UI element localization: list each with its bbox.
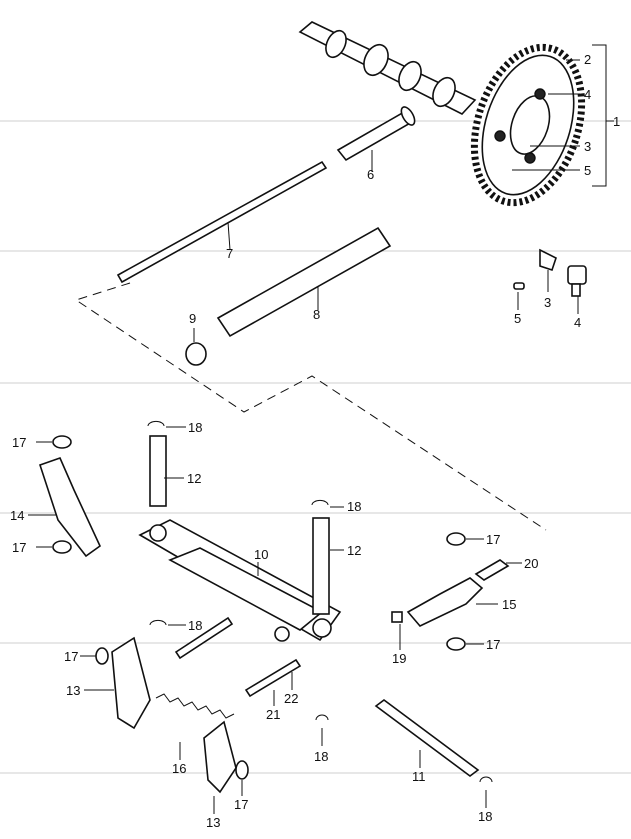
circlip <box>311 499 329 506</box>
tappet <box>336 106 416 162</box>
callout-17: 17 <box>234 797 249 812</box>
pin <box>513 282 525 290</box>
callout-19: 19 <box>392 651 407 666</box>
washer <box>95 647 109 665</box>
washer <box>235 760 249 780</box>
sleeve <box>149 435 167 507</box>
callout-22: 22 <box>284 691 299 706</box>
pushrod <box>116 160 328 284</box>
washer <box>446 532 466 546</box>
callout-18: 18 <box>478 809 493 824</box>
timing-gear <box>470 43 586 207</box>
circlip <box>149 619 167 626</box>
rocker-arm <box>203 720 237 794</box>
callout-18: 18 <box>314 749 329 764</box>
spring <box>155 693 235 719</box>
callout-17: 17 <box>486 637 501 652</box>
callout-6: 6 <box>367 167 375 182</box>
callout-18: 18 <box>188 618 203 633</box>
washer <box>52 540 72 554</box>
callout-4: 4 <box>574 315 582 330</box>
washer <box>52 435 72 449</box>
callout-7: 7 <box>226 246 234 261</box>
callout-2: 2 <box>584 52 592 67</box>
group-bracket <box>592 44 607 187</box>
pushrod-tube <box>216 226 392 338</box>
callout-21: 21 <box>266 707 281 722</box>
callout-17: 17 <box>12 435 27 450</box>
washer <box>446 637 466 651</box>
rocker-arm-support <box>138 519 342 642</box>
callout-15: 15 <box>502 597 517 612</box>
callout-17: 17 <box>12 540 27 555</box>
circlip <box>479 776 493 783</box>
callout-5: 5 <box>514 311 522 326</box>
leader-lines <box>28 59 580 814</box>
callout-18: 18 <box>188 420 203 435</box>
bolt <box>244 658 302 698</box>
callout-17: 17 <box>64 649 79 664</box>
callout-18: 18 <box>347 499 362 514</box>
callout-17: 17 <box>486 532 501 547</box>
callout-3: 3 <box>544 295 552 310</box>
bolt <box>174 616 234 660</box>
bolt <box>567 265 587 297</box>
callout-20: 20 <box>524 556 539 571</box>
seal-ring <box>185 342 207 366</box>
callout-8: 8 <box>313 307 321 322</box>
camshaft <box>298 21 477 115</box>
lock-plate <box>539 248 557 272</box>
callout-14: 14 <box>10 508 25 523</box>
rocker-shaft <box>374 699 480 777</box>
callout-9: 9 <box>189 311 197 326</box>
rocker-arm <box>111 636 151 730</box>
rocker-arm <box>406 577 484 627</box>
callout-1: 1 <box>613 114 621 129</box>
callout-5: 5 <box>584 163 592 178</box>
callout-3: 3 <box>584 139 592 154</box>
callout-13: 13 <box>206 815 221 830</box>
assembly-path <box>74 282 547 531</box>
callout-11: 11 <box>412 769 426 784</box>
circlip <box>315 714 329 721</box>
circlip <box>147 420 165 427</box>
callout-4: 4 <box>584 87 592 102</box>
nut <box>391 611 403 623</box>
adjusting-screw <box>474 559 510 581</box>
callout-12: 12 <box>187 471 202 486</box>
rocker-arm <box>38 456 102 558</box>
callout-16: 16 <box>172 761 187 776</box>
callout-13: 13 <box>66 683 81 698</box>
callout-12: 12 <box>347 543 362 558</box>
callout-10: 10 <box>254 547 269 562</box>
sleeve <box>312 517 330 615</box>
